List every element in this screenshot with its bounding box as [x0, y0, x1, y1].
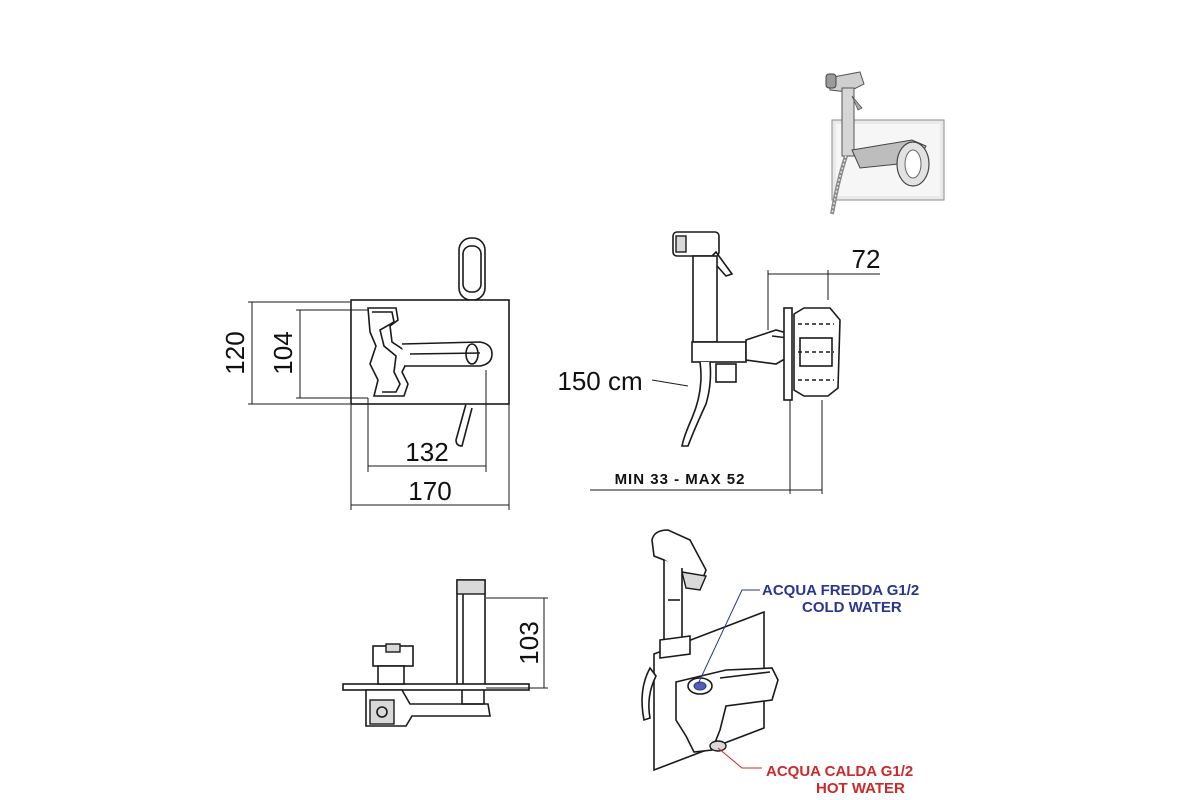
front-view [248, 237, 510, 510]
dim-132-label: 132 [405, 437, 448, 467]
product-photo [825, 71, 945, 215]
dim-72-label: 72 [852, 244, 881, 274]
dim-170-label: 170 [408, 476, 451, 506]
cold-water-label-2: COLD WATER [802, 599, 902, 616]
top-view [342, 579, 548, 727]
dim-104-label: 104 [268, 331, 298, 374]
iso-view [641, 529, 779, 772]
wall-range-label: MIN 33 - MAX 52 [615, 471, 746, 488]
dim-120-label: 120 [220, 331, 250, 374]
hot-water-label-2: HOT WATER [816, 780, 905, 797]
hot-water-label-1: ACQUA CALDA G1/2 [766, 763, 913, 780]
hose-length-label: 150 cm [557, 366, 642, 396]
cold-water-label-1: ACQUA FREDDA G1/2 [762, 582, 919, 599]
dim-103-label: 103 [514, 621, 544, 664]
side-view [590, 231, 880, 494]
